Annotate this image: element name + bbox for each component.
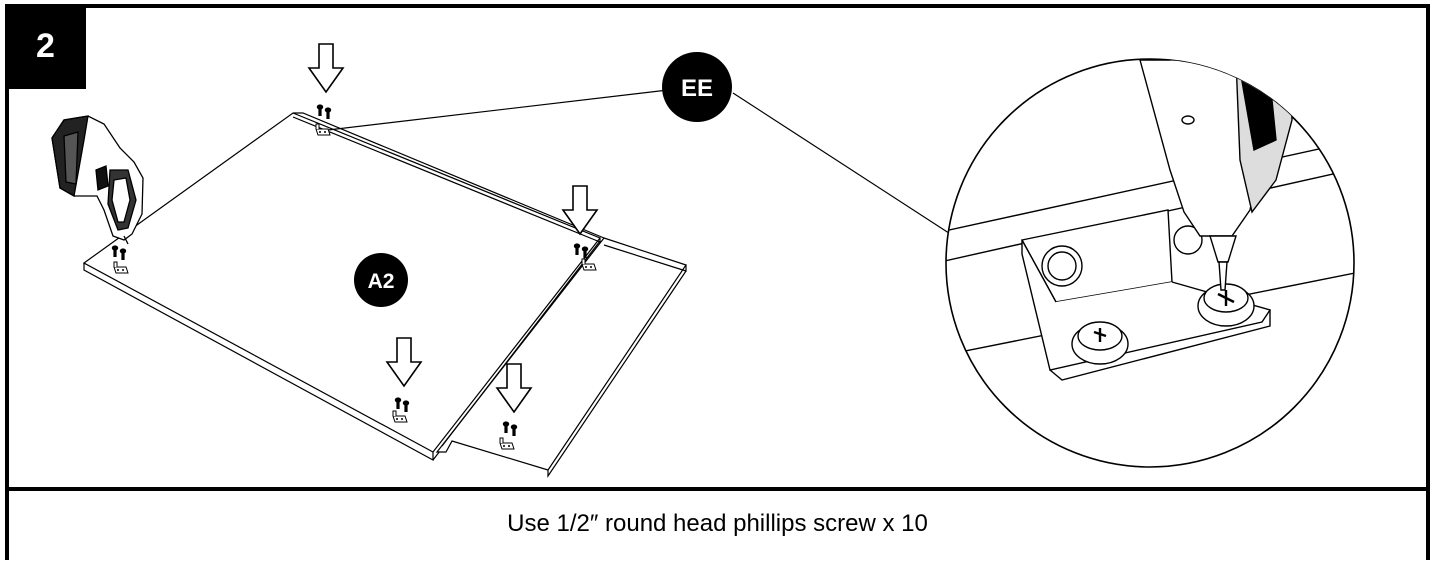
caption-divider bbox=[5, 487, 1430, 491]
magnified-detail-icon bbox=[945, 58, 1355, 468]
instruction-caption: Use 1/2″ round head phillips screw x 10 bbox=[507, 510, 928, 537]
panel-label-a2: A2 bbox=[354, 253, 408, 307]
hardware-callout-ee: EE bbox=[327, 52, 956, 238]
side-panel bbox=[435, 237, 687, 478]
hardware-callout-ee-text: EE bbox=[681, 75, 713, 102]
instruction-frame bbox=[5, 4, 1430, 560]
drill-icon bbox=[51, 115, 144, 245]
step-number-badge: 2 bbox=[5, 4, 86, 89]
panel-label-a2-text: A2 bbox=[368, 270, 395, 293]
